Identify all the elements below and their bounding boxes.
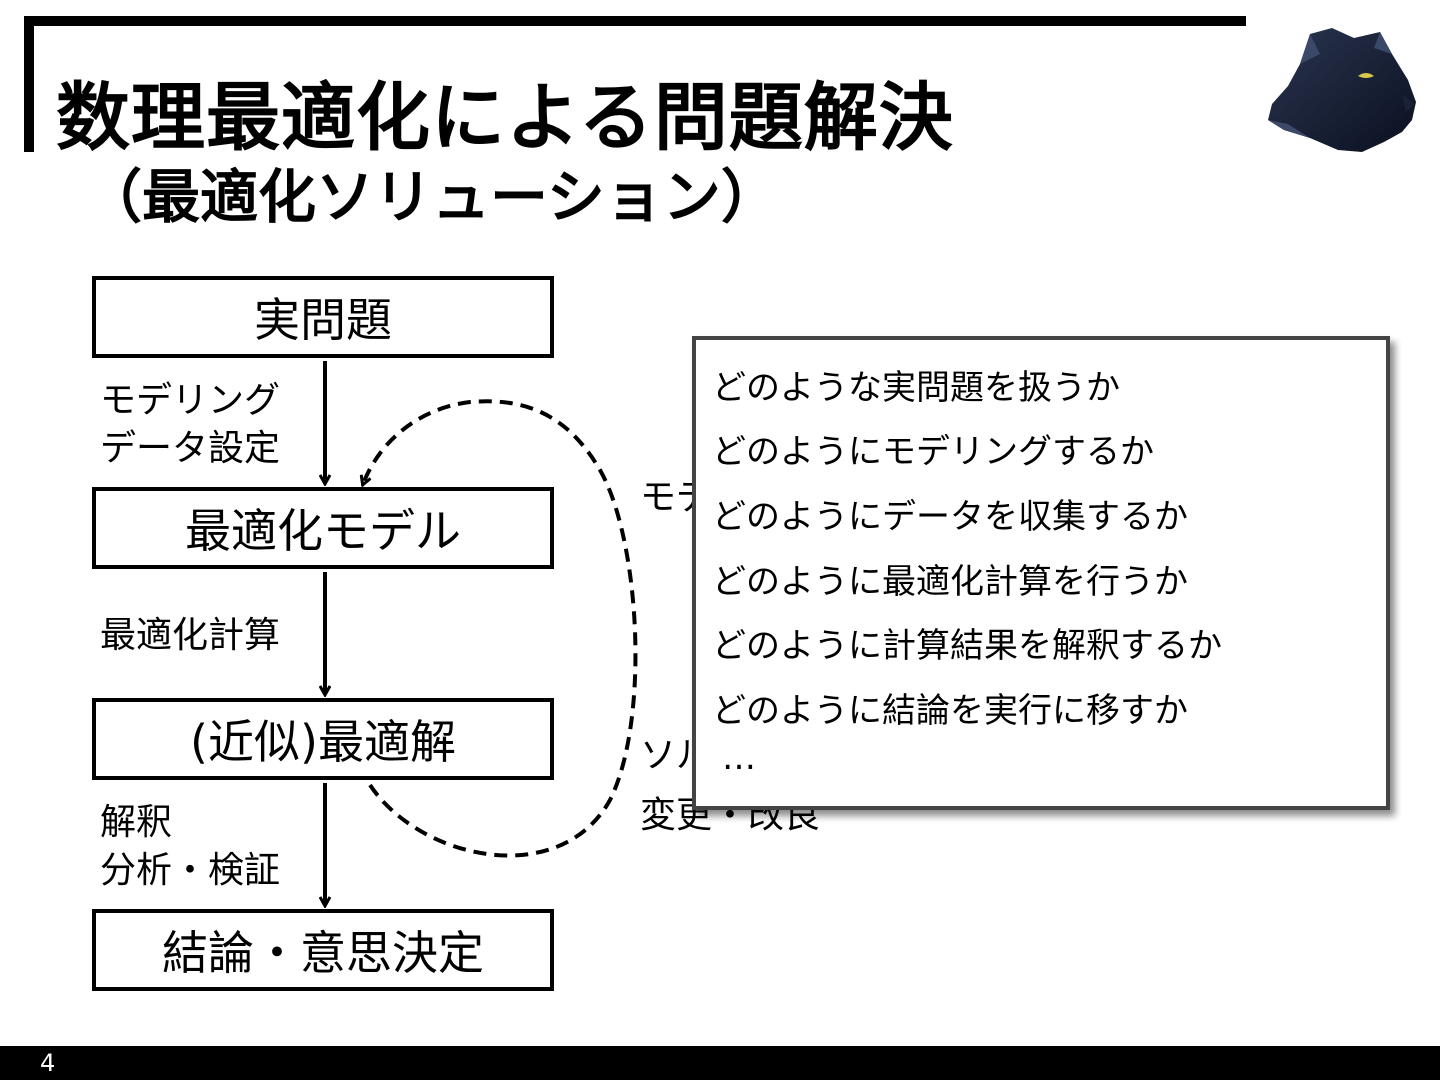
label-compute: 最適化計算 xyxy=(100,615,281,656)
label-interpret: 解釈 分析・検証 xyxy=(100,799,280,895)
box-real-problem: 実問題 xyxy=(92,276,554,358)
footer-bar: 4 xyxy=(0,1046,1440,1080)
label-modeling-line1: モデリング xyxy=(100,380,281,421)
page-number: 4 xyxy=(40,1049,56,1077)
box-approx-solution: (近似)最適解 xyxy=(92,698,554,780)
label-modeling: モデリング データ設定 xyxy=(100,377,280,473)
box-optimization-model: 最適化モデル xyxy=(92,487,554,569)
title-left-rule xyxy=(24,16,34,152)
callout-item: どのように計算結果を解釈するか xyxy=(712,626,1222,666)
callout-item: どのような実問題を扱うか xyxy=(712,368,1120,408)
callout-item: どのようにデータを収集するか xyxy=(712,497,1188,537)
callout-item: どのように最適化計算を行うか xyxy=(712,562,1188,602)
box-conclusion: 結論・意思決定 xyxy=(92,909,554,991)
title-top-rule xyxy=(24,16,1246,26)
slide-subtitle: （最適化ソリューション） xyxy=(84,163,779,231)
slide-title: 数理最適化による問題解決 xyxy=(56,75,954,161)
label-modeling-line2: データ設定 xyxy=(100,428,281,469)
label-interpret-line2: 分析・検証 xyxy=(100,850,281,891)
callout-ellipsis: … xyxy=(722,738,756,778)
callout-box: どのような実問題を扱うか どのようにモデリングするか どのようにデータを収集する… xyxy=(692,336,1390,810)
panther-head-icon xyxy=(1268,28,1416,152)
label-interpret-line1: 解釈 xyxy=(100,802,173,843)
callout-item: どのようにモデリングするか xyxy=(712,432,1154,472)
feedback-loop-dashed-arrow xyxy=(363,399,638,858)
callout-item: どのように結論を実行に移すか xyxy=(712,691,1188,731)
